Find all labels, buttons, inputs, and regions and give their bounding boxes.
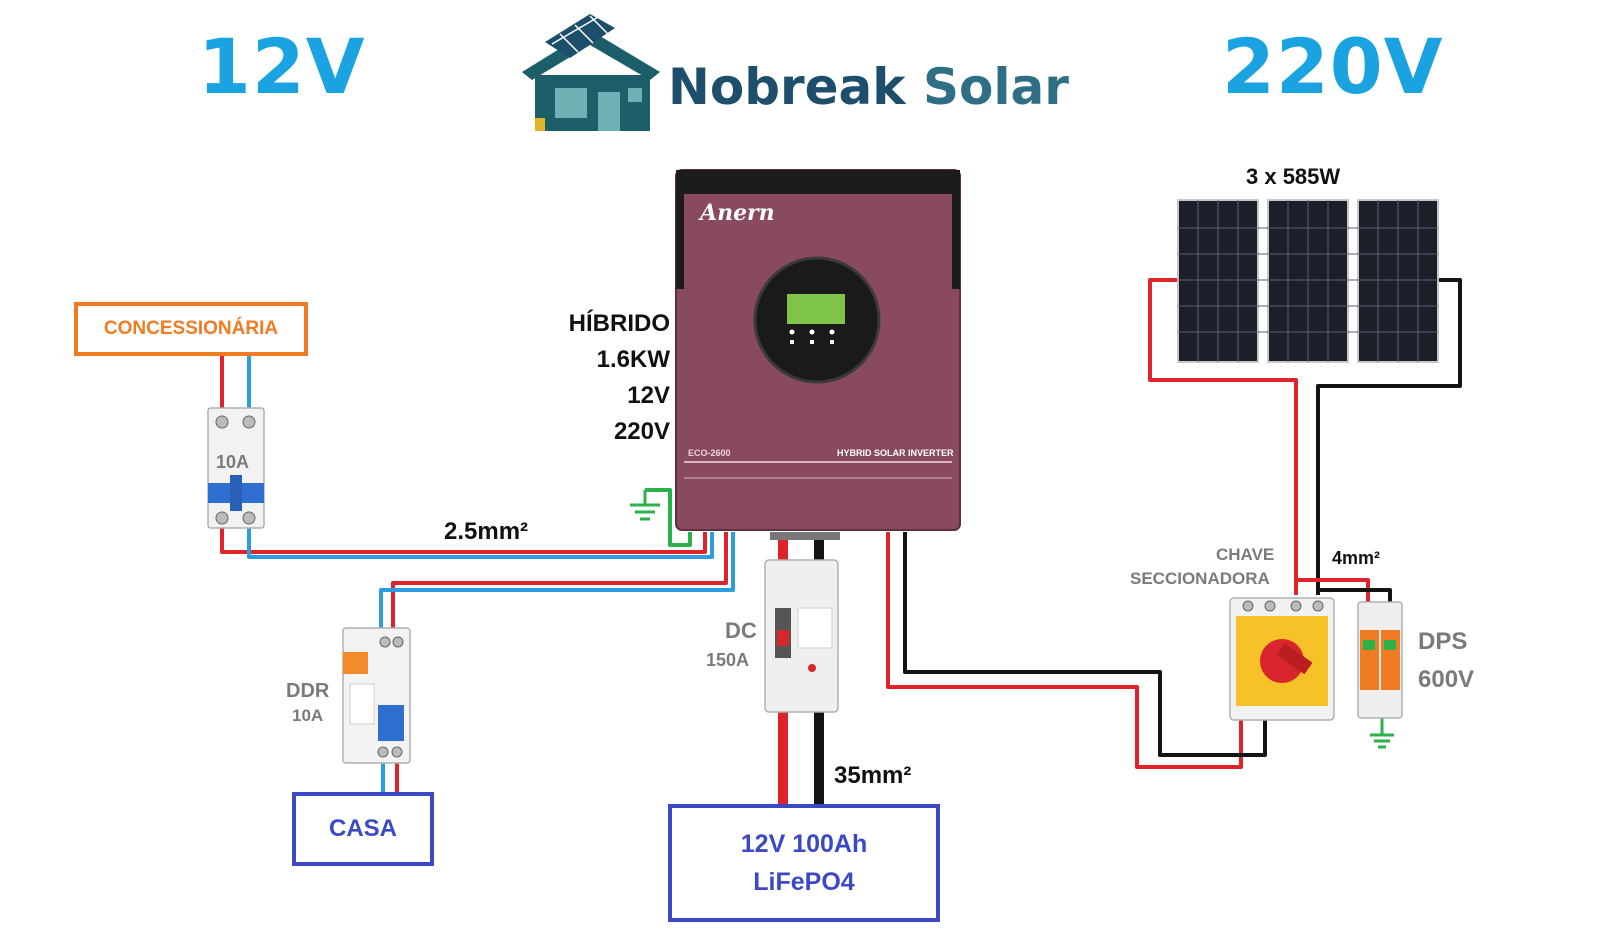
ground-symbol-spd-icon [1370,716,1394,749]
ac-wire-gauge-label: 2.5mm² [444,518,529,545]
isolator-label-line1: CHAVE [1216,545,1275,564]
header-left-voltage: 12V [198,22,366,111]
solar-panels-label: 3 x 585W [1246,164,1341,189]
header-right-voltage: 220V [1222,22,1444,111]
spd-rating: 600V [1418,666,1475,693]
panel-wire-positive [1148,278,1298,595]
house-box: CASA [292,792,434,866]
inverter-spec-type: HÍBRIDO [568,310,670,337]
rcd-rating: 10A [292,706,324,725]
dc-isolator-switch [1229,597,1335,721]
grid-utility-box: CONCESSIONÁRIA [74,302,308,356]
inverter-type-label: HYBRID SOLAR INVERTER [837,448,954,458]
spd-wire-positive [1296,578,1370,605]
ac-output-wire-neutral [379,532,735,630]
rcd-label: DDR [286,680,330,702]
battery-cable-gauge-label: 35mm² [834,762,912,789]
house-label: CASA [328,815,397,842]
ac-output-wire-phase [391,532,728,630]
pv-cable-gauge-label: 4mm² [1332,548,1381,568]
wires [220,278,1462,810]
panel-wire-negative [1316,278,1462,595]
inverter [675,169,961,540]
pv-wire-positive [886,532,1243,769]
pv-wire-negative [903,532,1267,757]
inverter-model: ECO-2600 [688,448,731,458]
surge-protector [1357,601,1403,719]
inverter-spec-power: 1.6KW [596,346,670,373]
inverter-brand: Anern [700,200,775,226]
dc-breaker-label: DC [725,618,757,643]
grid-utility-label: CONCESSIONÁRIA [103,318,279,339]
battery-spec-line2: LiFePO4 [753,868,855,896]
grid-breaker-rating: 10A [216,452,250,472]
battery-box: 12V 100Ah LiFePO4 [668,804,940,922]
spd-label: DPS [1418,628,1468,655]
house-logo-icon [522,14,660,131]
inverter-spec-dc-voltage: 12V [627,382,670,409]
ground-symbol-inverter-icon [630,490,660,521]
spd-wire-negative [1318,588,1392,605]
dc-breaker [764,559,839,713]
inverter-spec-ac-voltage: 220V [613,418,670,445]
rcd-device [342,627,411,764]
grid-breaker [207,407,265,529]
isolator-label-line2: SECCIONADORA [1130,569,1270,588]
ac-input-wire-phase [220,528,707,554]
brand-word-2: Solar [922,58,1069,116]
brand-word-1: Nobreak [668,58,906,116]
inverter-lcd-screen [787,294,845,324]
ac-input-wire-neutral [247,528,714,559]
brand-name: Nobreak Solar [668,58,1069,116]
solar-panels [1177,199,1439,363]
dc-breaker-rating: 150A [706,650,750,670]
battery-spec-line1: 12V 100Ah [740,830,868,858]
ground-wire [645,488,692,547]
